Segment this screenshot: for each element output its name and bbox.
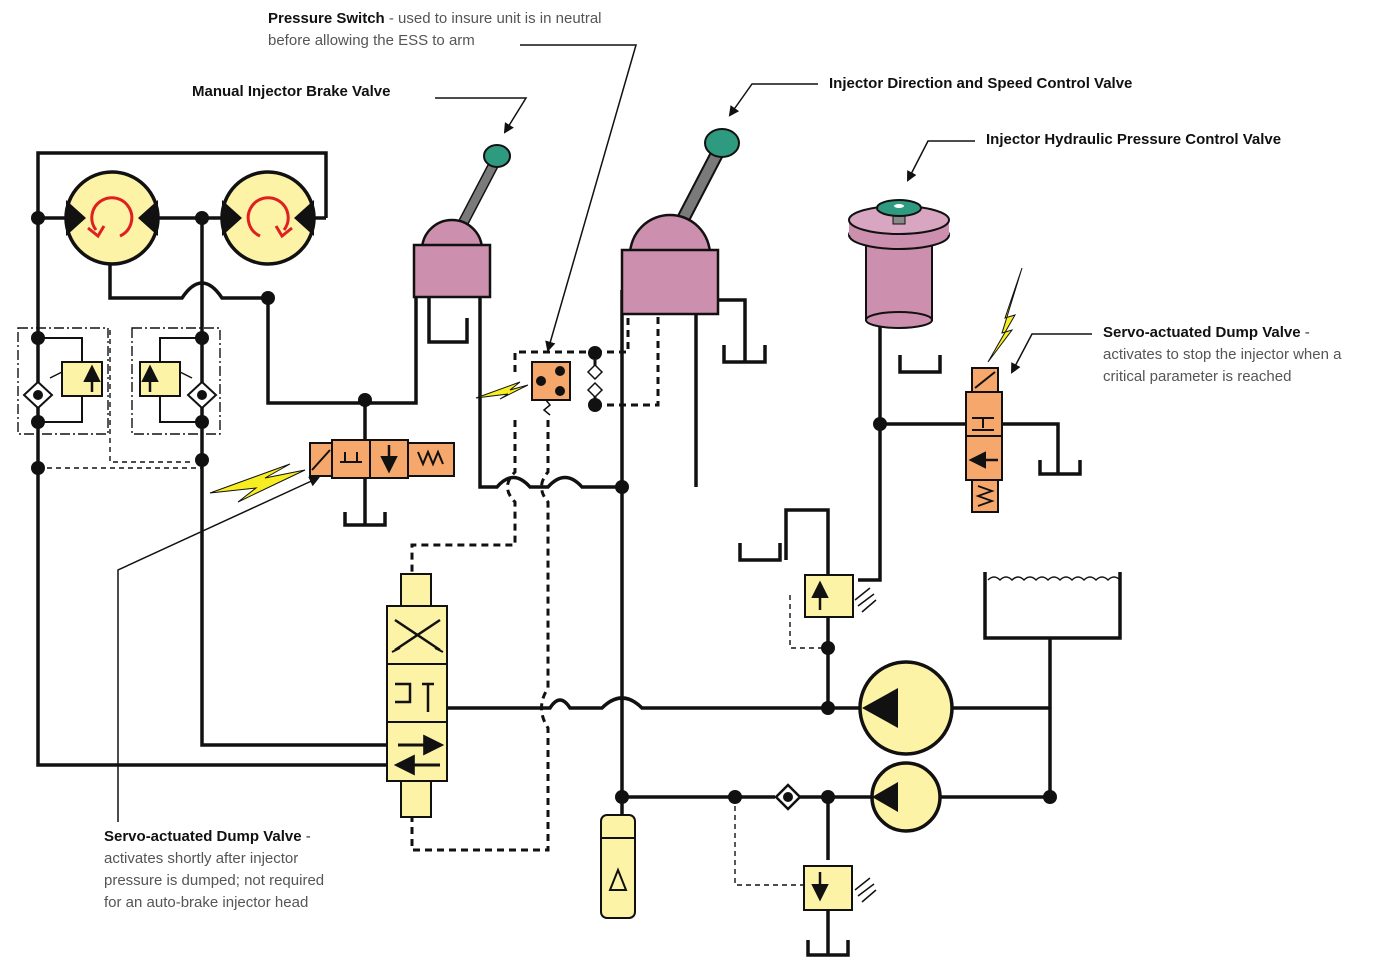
- dump-valve-left-dash: -: [301, 828, 311, 845]
- direction-speed-control-handle: [620, 128, 740, 316]
- direction-speed-valve-title: Injector Direction and Speed Control Val…: [829, 75, 1133, 92]
- dump-valve-left-desc-2: pressure is dumped; not required: [104, 872, 325, 889]
- servo-dump-valve-left: [209, 439, 455, 503]
- dump-valve-left-desc-1: activates shortly after injector: [104, 850, 299, 867]
- manual-brake-valve-handle: [412, 144, 511, 299]
- pressure-switch: [475, 361, 604, 416]
- servo-dump-valve-right: [965, 267, 1023, 513]
- pressure-switch-title: Pressure Switch: [268, 10, 385, 27]
- relief-valve-upper: [804, 574, 877, 618]
- dump-valve-right-title: Servo-actuated Dump Valve: [1103, 324, 1301, 341]
- main-directional-valve: [386, 573, 448, 818]
- dump-valve-right-desc-1: activates to stop the injector when a: [1103, 346, 1342, 363]
- pressure-switch-desc-2: before allowing the ESS to arm: [268, 32, 475, 49]
- hydraulic-motor-left: [64, 170, 160, 266]
- dump-valve-left-title: Servo-actuated Dump Valve: [104, 828, 302, 845]
- junction-dots: [31, 211, 1057, 804]
- manual-brake-valve-title: Manual Injector Brake Valve: [192, 83, 391, 100]
- dump-valve-right-label: Servo-actuated Dump Valve - activates to…: [1103, 322, 1341, 388]
- pressure-switch-desc-1: - used to insure unit is in neutral: [384, 10, 602, 27]
- dump-valve-left-label: Servo-actuated Dump Valve - activates sh…: [104, 826, 324, 914]
- relief-valve-lower: [803, 865, 877, 911]
- dump-valve-left-desc-3: for an auto-brake injector head: [104, 894, 309, 911]
- pressure-switch-label: Pressure Switch - used to insure unit is…: [268, 8, 602, 52]
- reservoir-fluid-surface: [987, 576, 1121, 582]
- drain-lines: [38, 330, 880, 886]
- dump-valve-right-desc-2: critical parameter is reached: [1103, 368, 1292, 385]
- hydraulic-pressure-valve-label: Injector Hydraulic Pressure Control Valv…: [986, 129, 1281, 151]
- counterbalance-valve-block: [17, 327, 221, 435]
- manual-brake-valve-label: Manual Injector Brake Valve: [192, 81, 390, 103]
- leader-lines: [117, 44, 1092, 822]
- hydraulic-motor-right: [220, 170, 316, 266]
- accumulator: [600, 814, 636, 919]
- hydraulic-pump-upper: [858, 660, 954, 756]
- pressure-control-valve-body: [848, 199, 950, 329]
- dump-valve-right-dash: -: [1300, 324, 1310, 341]
- direction-speed-valve-label: Injector Direction and Speed Control Val…: [829, 73, 1132, 95]
- check-valve: [774, 783, 802, 811]
- hydraulic-pressure-valve-title: Injector Hydraulic Pressure Control Valv…: [986, 131, 1282, 148]
- hydraulic-pump-lower: [870, 761, 942, 833]
